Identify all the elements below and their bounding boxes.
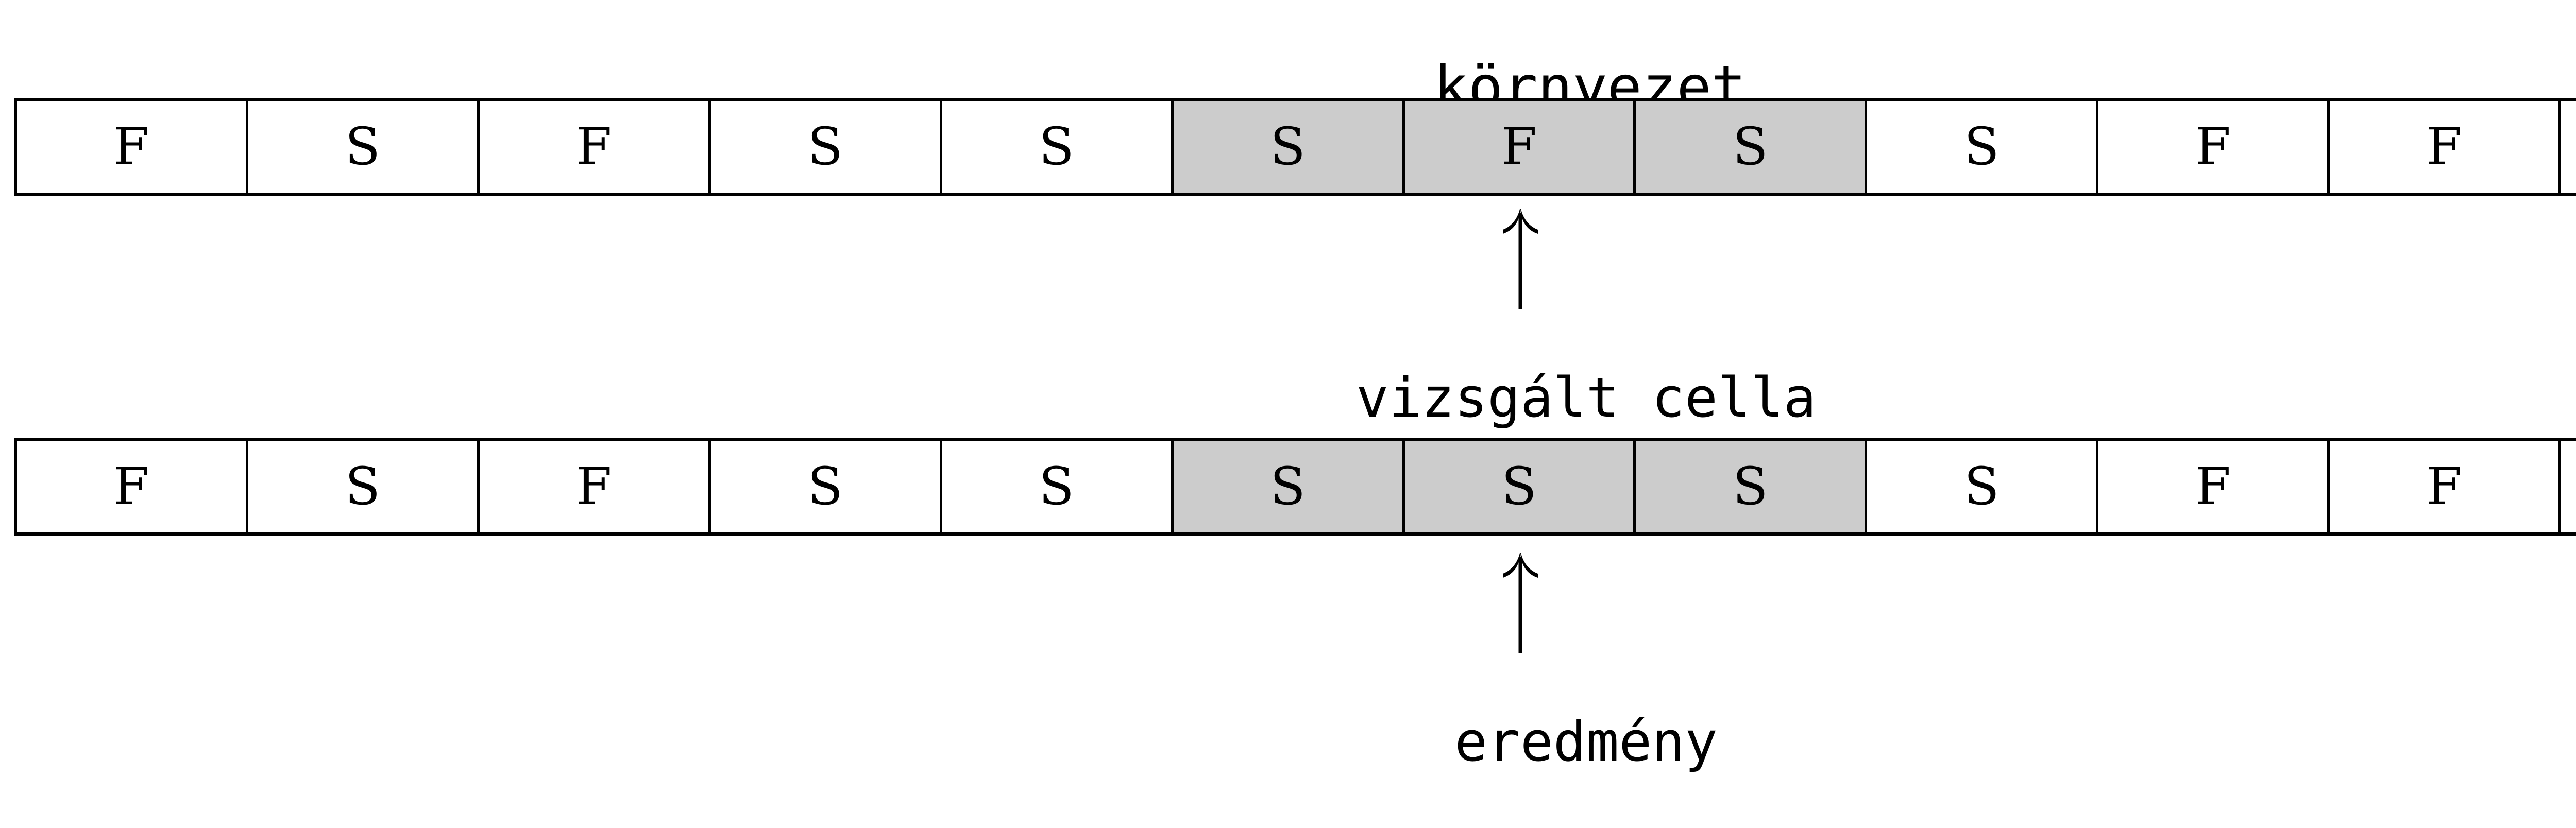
tape-cell[interactable]: F [2098,101,2330,193]
arrow-up-icon [1500,550,1541,653]
result-label-text: eredmény [1454,710,1718,773]
tape-cell[interactable]: S [248,101,480,193]
result-tape-row: FSFSSSSSSFFSF [14,438,2576,536]
tape-cell[interactable]: F [2330,101,2562,193]
tape-cell[interactable]: S [1404,441,1636,532]
tape-cell[interactable]: S [1867,101,2099,193]
inspected-cell-label: vizsgált cella [0,316,2576,480]
tape-cell[interactable]: S [1173,101,1405,193]
environment-tape-row: FSFSSSFSSFFSF [14,98,2576,196]
tape-cell[interactable]: S [942,101,1174,193]
tape-cell[interactable]: S [710,101,942,193]
tape-cell[interactable]: F [17,441,248,532]
tape-cell[interactable]: F [1404,101,1636,193]
diagram-canvas: környezet FSFSSSFSSFFSF vizsgált cella F… [0,59,2576,769]
tape-cell[interactable]: S [248,441,480,532]
arrow-up-icon [1500,206,1541,309]
tape-cell[interactable]: S [710,441,942,532]
tape-cell[interactable]: F [2330,441,2562,532]
tape-cell[interactable]: S [1636,101,1868,193]
tape-cell[interactable]: S [2561,441,2576,532]
tape-cell[interactable]: S [2561,101,2576,193]
inspected-cell-label-text: vizsgált cella [1355,366,1817,429]
tape-cell[interactable]: F [2098,441,2330,532]
tape-cell[interactable]: S [1173,441,1405,532]
tape-cell[interactable]: S [942,441,1174,532]
result-label: eredmény [0,660,2576,824]
tape-cell[interactable]: F [479,441,711,532]
tape-cell[interactable]: F [479,101,711,193]
tape-cell[interactable]: F [17,101,248,193]
tape-cell[interactable]: S [1636,441,1868,532]
tape-cell[interactable]: S [1867,441,2099,532]
